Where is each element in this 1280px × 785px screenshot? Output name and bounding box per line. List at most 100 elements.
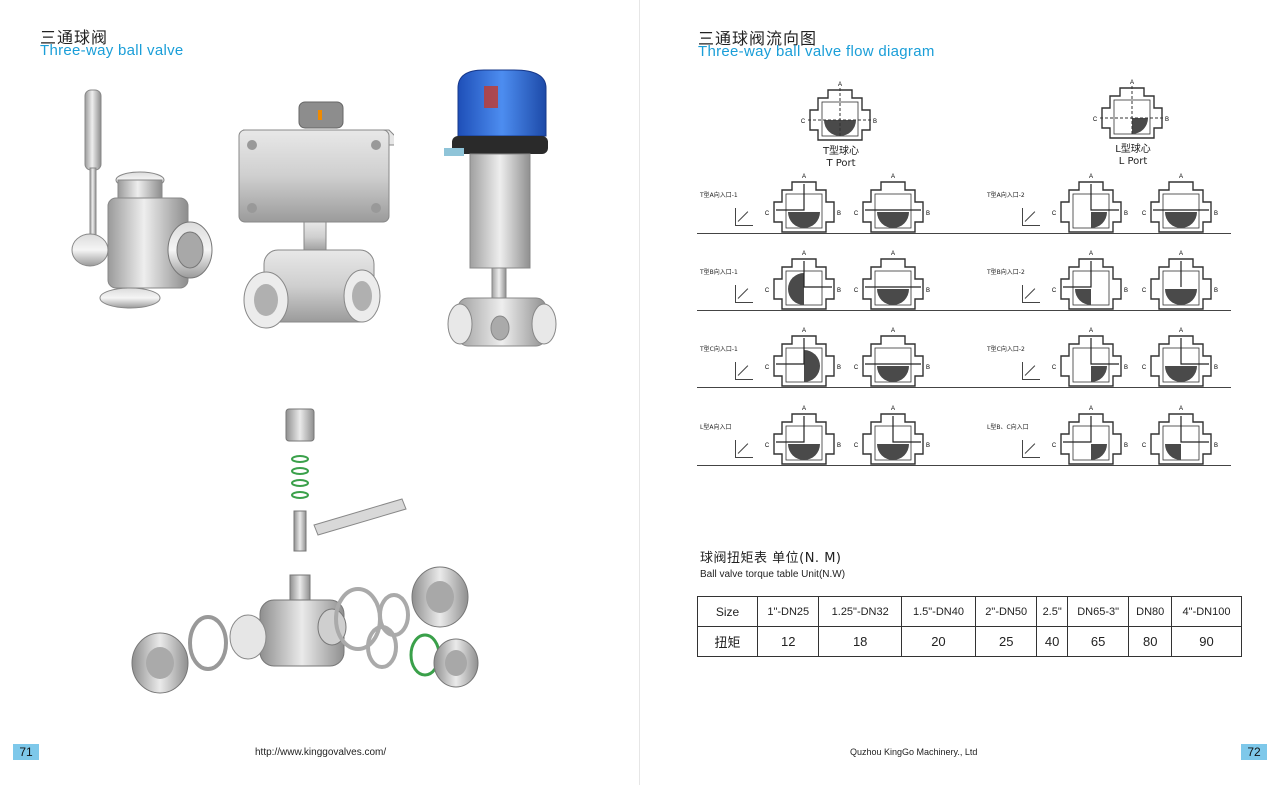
flow-diagram-valve: ABC (854, 174, 930, 233)
torque-table-title-cn: 球阀扭矩表 单位(N. M) (700, 551, 842, 566)
port-letter: C (801, 119, 806, 125)
port-letter: B (1124, 211, 1128, 217)
torque-size-cell: DN80 (1128, 596, 1173, 627)
port-letter: C (854, 211, 859, 217)
torque-value-cell: 40 (1036, 626, 1068, 657)
port-letter: B (1124, 443, 1128, 449)
flow-row-3: T型C向入口-1 T型C向入口-2 (697, 322, 1231, 388)
port-letter: A (1179, 328, 1183, 334)
flow-row-label-right: L型B、C向入口 (987, 424, 1029, 431)
ball-symbol-icon (735, 362, 753, 380)
right-page: 三通球阀流向图 Three-way ball valve flow diagra… (640, 0, 1280, 785)
port-letter: A (1089, 174, 1093, 180)
ball-symbol-icon (735, 440, 753, 458)
t-port-diagram: A B C (801, 82, 877, 141)
port-letter: A (1179, 174, 1183, 180)
port-letter: B (837, 443, 841, 449)
ball-symbol-icon (1022, 362, 1040, 380)
flow-diagram-valve: A B C (765, 328, 841, 387)
flow-row-label-left: T型C向入口-1 (700, 346, 738, 353)
torque-value-cell: 65 (1066, 626, 1130, 657)
flow-diagram-valve: ABC (1142, 406, 1218, 465)
port-letter: C (1052, 365, 1057, 371)
port-letter: C (1052, 211, 1057, 217)
port-letter: B (873, 119, 877, 125)
t-port-label-en: T Port (826, 158, 856, 169)
l-port-label-en: L Port (1118, 156, 1148, 167)
flow-diagram-valve: A B C (1142, 174, 1218, 233)
flow-diagram-valve: ABC (854, 328, 930, 387)
port-letter: C (765, 443, 770, 449)
ball-symbol-icon (1022, 440, 1040, 458)
ball-symbol-icon (735, 208, 753, 226)
port-letter: B (926, 443, 930, 449)
port-letter: B (837, 365, 841, 371)
port-letter: A (891, 328, 895, 334)
exploded-view-image (131, 408, 479, 694)
footer-url[interactable]: http://www.kinggovalves.com/ (255, 747, 387, 758)
port-letter: C (765, 365, 770, 371)
flow-row-label-left: L型A向入口 (700, 424, 732, 431)
torque-value-cell: 90 (1171, 626, 1242, 657)
left-page-number: 71 (13, 744, 39, 760)
ball-symbol-icon (735, 285, 753, 303)
torque-size-cell: DN65-3" (1066, 596, 1130, 627)
flow-row-1: T型A向入口-1 T型A向入口-2 (697, 168, 1231, 234)
torque-value-cell: 80 (1128, 626, 1173, 657)
port-letter: A (802, 174, 806, 180)
torque-size-cell: 4"-DN100 (1171, 596, 1242, 627)
port-letter: C (1093, 117, 1098, 123)
torque-value-cell: 12 (756, 626, 820, 657)
t-port-label: T型球心 T Port (808, 146, 874, 170)
port-letter: A (1130, 80, 1134, 86)
right-title-cn: 三通球阀流向图 (698, 29, 818, 48)
intelligent-actuator-valve-image (444, 69, 557, 347)
port-letter: A (891, 406, 895, 412)
flow-diagram-valve: ABC (1052, 251, 1128, 310)
left-title-cn: 三通球阀 (40, 28, 109, 47)
port-letter: B (1214, 288, 1218, 294)
port-letter: A (802, 328, 806, 334)
flow-diagram-valve: ABC (854, 251, 930, 310)
port-letter: C (1052, 443, 1057, 449)
flow-row-label-right: T型B向入口-2 (987, 269, 1025, 276)
torque-value-cell: 18 (818, 626, 902, 657)
left-title-en: Three-way ball valve (40, 42, 184, 59)
port-letter: C (1142, 211, 1147, 217)
flow-row-label-left: T型A向入口-1 (700, 192, 738, 199)
left-page: 三通球阀 Three-way ball valve (13, 0, 640, 785)
port-letter: B (1124, 288, 1128, 294)
pneumatic-three-way-valve-image (238, 101, 394, 329)
flow-diagram-valve: ABC (1052, 328, 1128, 387)
port-letter: B (1214, 365, 1218, 371)
ball-symbol-icon (1022, 285, 1040, 303)
port-letter: B (837, 288, 841, 294)
port-letter: B (1165, 117, 1169, 123)
flow-diagram-valve: ABC (765, 174, 841, 233)
port-letter: A (891, 251, 895, 257)
port-letter: B (1214, 211, 1218, 217)
port-letter: C (1052, 288, 1057, 294)
torque-table-title-en: Ball valve torque table Unit(N.W) (700, 569, 846, 580)
port-letter: A (838, 82, 842, 88)
flow-diagram-valve: ABC (1142, 251, 1218, 310)
port-letter: A (891, 174, 895, 180)
torque-size-cell: 1"-DN25 (756, 596, 820, 627)
torque-size-cell: 2"-DN50 (974, 596, 1038, 627)
port-letter: B (926, 288, 930, 294)
port-letter: A (802, 251, 806, 257)
port-letter: B (837, 211, 841, 217)
flow-row-label-right: T型A向入口-2 (987, 192, 1025, 199)
port-letter: C (854, 365, 859, 371)
flow-row-2: T型B向入口-1 T型B向入口-2 (697, 245, 1231, 311)
l-port-diagram: A B C (1093, 80, 1169, 139)
torque-table-value-header: 扭矩 (697, 626, 758, 657)
torque-table-size-row: Size 1"-DN25 1.25"-DN32 1.5"-DN40 2"-DN5… (697, 596, 1242, 627)
footer-company: Quzhou KingGo Machinery., Ltd (850, 747, 978, 757)
torque-size-cell: 2.5" (1036, 596, 1068, 627)
ball-symbol-icon (1022, 208, 1040, 226)
port-letter: B (1124, 365, 1128, 371)
t-port-label-cn: T型球心 (822, 146, 860, 157)
flow-diagram-valve: A B C (765, 251, 841, 310)
port-letter: C (765, 288, 770, 294)
